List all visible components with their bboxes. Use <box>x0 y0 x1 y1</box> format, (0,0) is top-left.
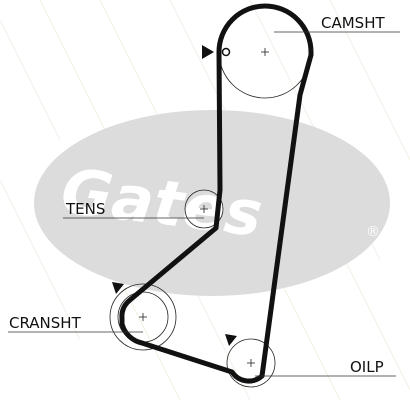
camshaft-timing-mark <box>202 45 231 59</box>
logo-registered-mark: ® <box>366 224 380 240</box>
triangle-marker-icon <box>202 45 214 59</box>
crankshaft-label: CRANSHT <box>9 314 82 332</box>
oil-pump-label: OILP <box>350 358 384 376</box>
triangle-marker-icon <box>225 334 237 346</box>
crosshair-icon <box>261 48 269 56</box>
tensioner-pulley <box>184 189 224 229</box>
tensioner-pulley-outline <box>184 189 224 229</box>
crosshair-icon <box>139 313 147 321</box>
logo-ellipse <box>34 110 390 296</box>
oil-pump-pulley-outline <box>226 338 276 388</box>
timing-belt <box>119 3 314 384</box>
gates-logo: Gates ® <box>34 110 390 296</box>
triangle-marker-icon <box>112 282 124 294</box>
oil-pump-pulley <box>226 338 276 388</box>
crosshair-icon <box>200 205 208 213</box>
crosshair-icon <box>247 359 255 367</box>
tensioner-label: TENS <box>65 200 105 218</box>
crankshaft-outer-flange <box>109 283 177 351</box>
camshaft-label: CAMSHT <box>321 14 385 32</box>
timing-dot-icon <box>221 47 231 57</box>
